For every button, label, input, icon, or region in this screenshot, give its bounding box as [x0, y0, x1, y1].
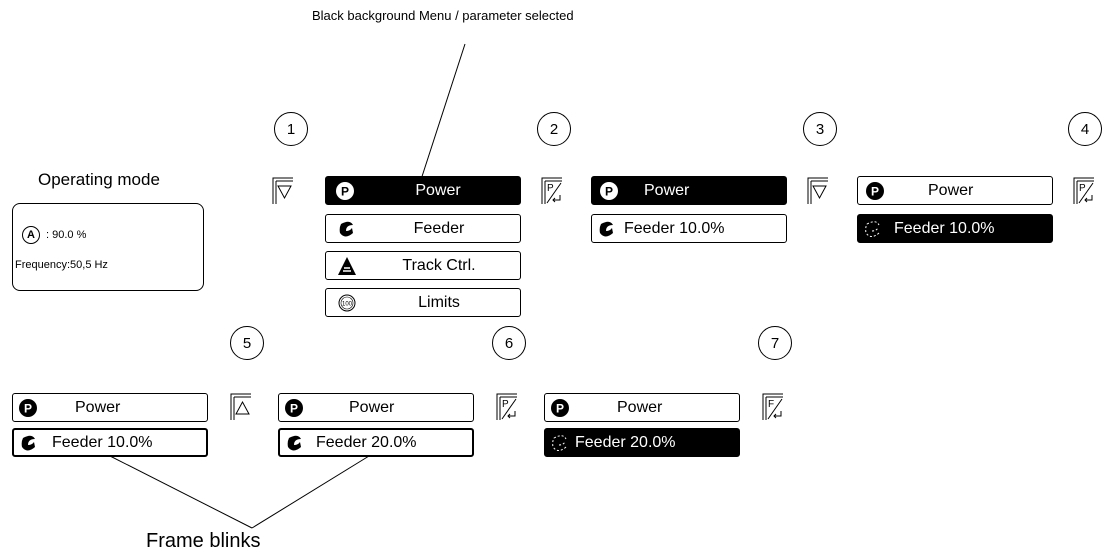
- track-ctrl-icon: [336, 255, 358, 277]
- menu-item-limits[interactable]: 100 Limits: [325, 288, 521, 317]
- p-enter-button[interactable]: P: [496, 393, 518, 421]
- down-arrow-button[interactable]: [272, 177, 294, 205]
- power-value: : 90.0 %: [46, 229, 87, 241]
- svg-text:P: P: [24, 401, 32, 415]
- f-enter-icon: F: [762, 393, 783, 420]
- power-icon: P: [864, 180, 886, 202]
- step-7-badge: 7: [758, 326, 792, 360]
- up-arrow-icon: [230, 393, 251, 420]
- down-arrow-icon: [807, 177, 828, 204]
- menu-label-power: Power: [349, 398, 395, 416]
- menu-label-power: Power: [75, 398, 121, 416]
- menu-item-feeder[interactable]: Feeder: [325, 214, 521, 243]
- menu-label-feeder: Feeder: [413, 219, 465, 237]
- feeder-value: Feeder 10.0%: [624, 219, 725, 237]
- menu-label-track-ctrl: Track Ctrl.: [402, 256, 476, 274]
- menu-label-power: Power: [415, 181, 461, 199]
- svg-text:P: P: [605, 184, 613, 198]
- feeder-dashed-icon: [549, 432, 571, 454]
- auto-mode-icon: A: [22, 226, 40, 244]
- p-enter-icon: P: [541, 177, 562, 204]
- annotation-selected-menu: Black background Menu / parameter select…: [312, 8, 574, 23]
- menu-item-power[interactable]: P Power: [544, 393, 740, 422]
- menu-item-power[interactable]: P Power: [12, 393, 208, 422]
- menu-item-track-ctrl[interactable]: Track Ctrl.: [325, 251, 521, 280]
- p-enter-icon: P: [1073, 177, 1094, 204]
- svg-text:P: P: [502, 399, 509, 410]
- menu-item-power[interactable]: P Power: [857, 176, 1053, 205]
- feeder-icon: [596, 218, 618, 240]
- step-4-badge: 4: [1068, 112, 1102, 146]
- power-icon: P: [598, 180, 620, 202]
- menu-item-power[interactable]: P Power: [325, 176, 521, 205]
- blink-line-left: [109, 455, 253, 529]
- frequency-value: Frequency:50,5 Hz: [15, 259, 108, 271]
- down-arrow-button[interactable]: [807, 177, 829, 205]
- feeder-value-row[interactable]: Feeder 20.0%: [544, 428, 740, 457]
- step-3-badge: 3: [803, 112, 837, 146]
- svg-text:P: P: [341, 184, 349, 198]
- svg-text:F: F: [768, 399, 774, 410]
- menu-label-power: Power: [928, 181, 974, 199]
- operating-mode-label: Operating mode: [38, 170, 160, 189]
- power-icon: P: [17, 397, 39, 419]
- feeder-icon: [18, 432, 40, 454]
- feeder-value: Feeder 20.0%: [316, 433, 417, 451]
- menu-label-power: Power: [617, 398, 663, 416]
- up-arrow-button[interactable]: [230, 393, 252, 421]
- feeder-icon: [284, 432, 306, 454]
- feeder-value-row[interactable]: Feeder 10.0%: [591, 214, 787, 243]
- svg-text:P: P: [556, 401, 564, 415]
- selection-arrow: [413, 43, 466, 197]
- feeder-value-row-blinking[interactable]: Feeder 20.0%: [278, 428, 474, 457]
- step-5-badge: 5: [230, 326, 264, 360]
- step-1-badge: 1: [274, 112, 308, 146]
- menu-label-power: Power: [644, 181, 690, 199]
- menu-item-power[interactable]: P Power: [278, 393, 474, 422]
- svg-text:P: P: [871, 184, 879, 198]
- power-icon: P: [283, 397, 305, 419]
- svg-text:P: P: [290, 401, 298, 415]
- feeder-value: Feeder 10.0%: [894, 219, 995, 237]
- feeder-value-row[interactable]: Feeder 10.0%: [857, 214, 1053, 243]
- menu-item-power[interactable]: P Power: [591, 176, 787, 205]
- feeder-icon: [336, 218, 358, 240]
- svg-text:P: P: [547, 183, 554, 194]
- p-enter-button[interactable]: P: [541, 177, 563, 205]
- feeder-value-row-blinking[interactable]: Feeder 10.0%: [12, 428, 208, 457]
- f-enter-button[interactable]: F: [762, 393, 784, 421]
- annotation-frame-blinks: Frame blinks: [146, 530, 261, 552]
- feeder-value: Feeder 20.0%: [575, 433, 676, 451]
- step-2-badge: 2: [537, 112, 571, 146]
- operating-mode-display: A : 90.0 % Frequency:50,5 Hz: [12, 203, 204, 291]
- p-enter-button[interactable]: P: [1073, 177, 1095, 205]
- p-enter-icon: P: [496, 393, 517, 420]
- feeder-dashed-icon: [862, 218, 884, 240]
- down-arrow-icon: [272, 177, 293, 204]
- blink-line-right: [251, 455, 370, 529]
- svg-text:100: 100: [342, 301, 353, 307]
- step-6-badge: 6: [492, 326, 526, 360]
- limits-icon: 100: [336, 292, 358, 314]
- power-icon: P: [334, 180, 356, 202]
- power-icon: P: [549, 397, 571, 419]
- feeder-value: Feeder 10.0%: [52, 433, 153, 451]
- svg-text:P: P: [1079, 183, 1086, 194]
- menu-label-limits: Limits: [418, 293, 460, 311]
